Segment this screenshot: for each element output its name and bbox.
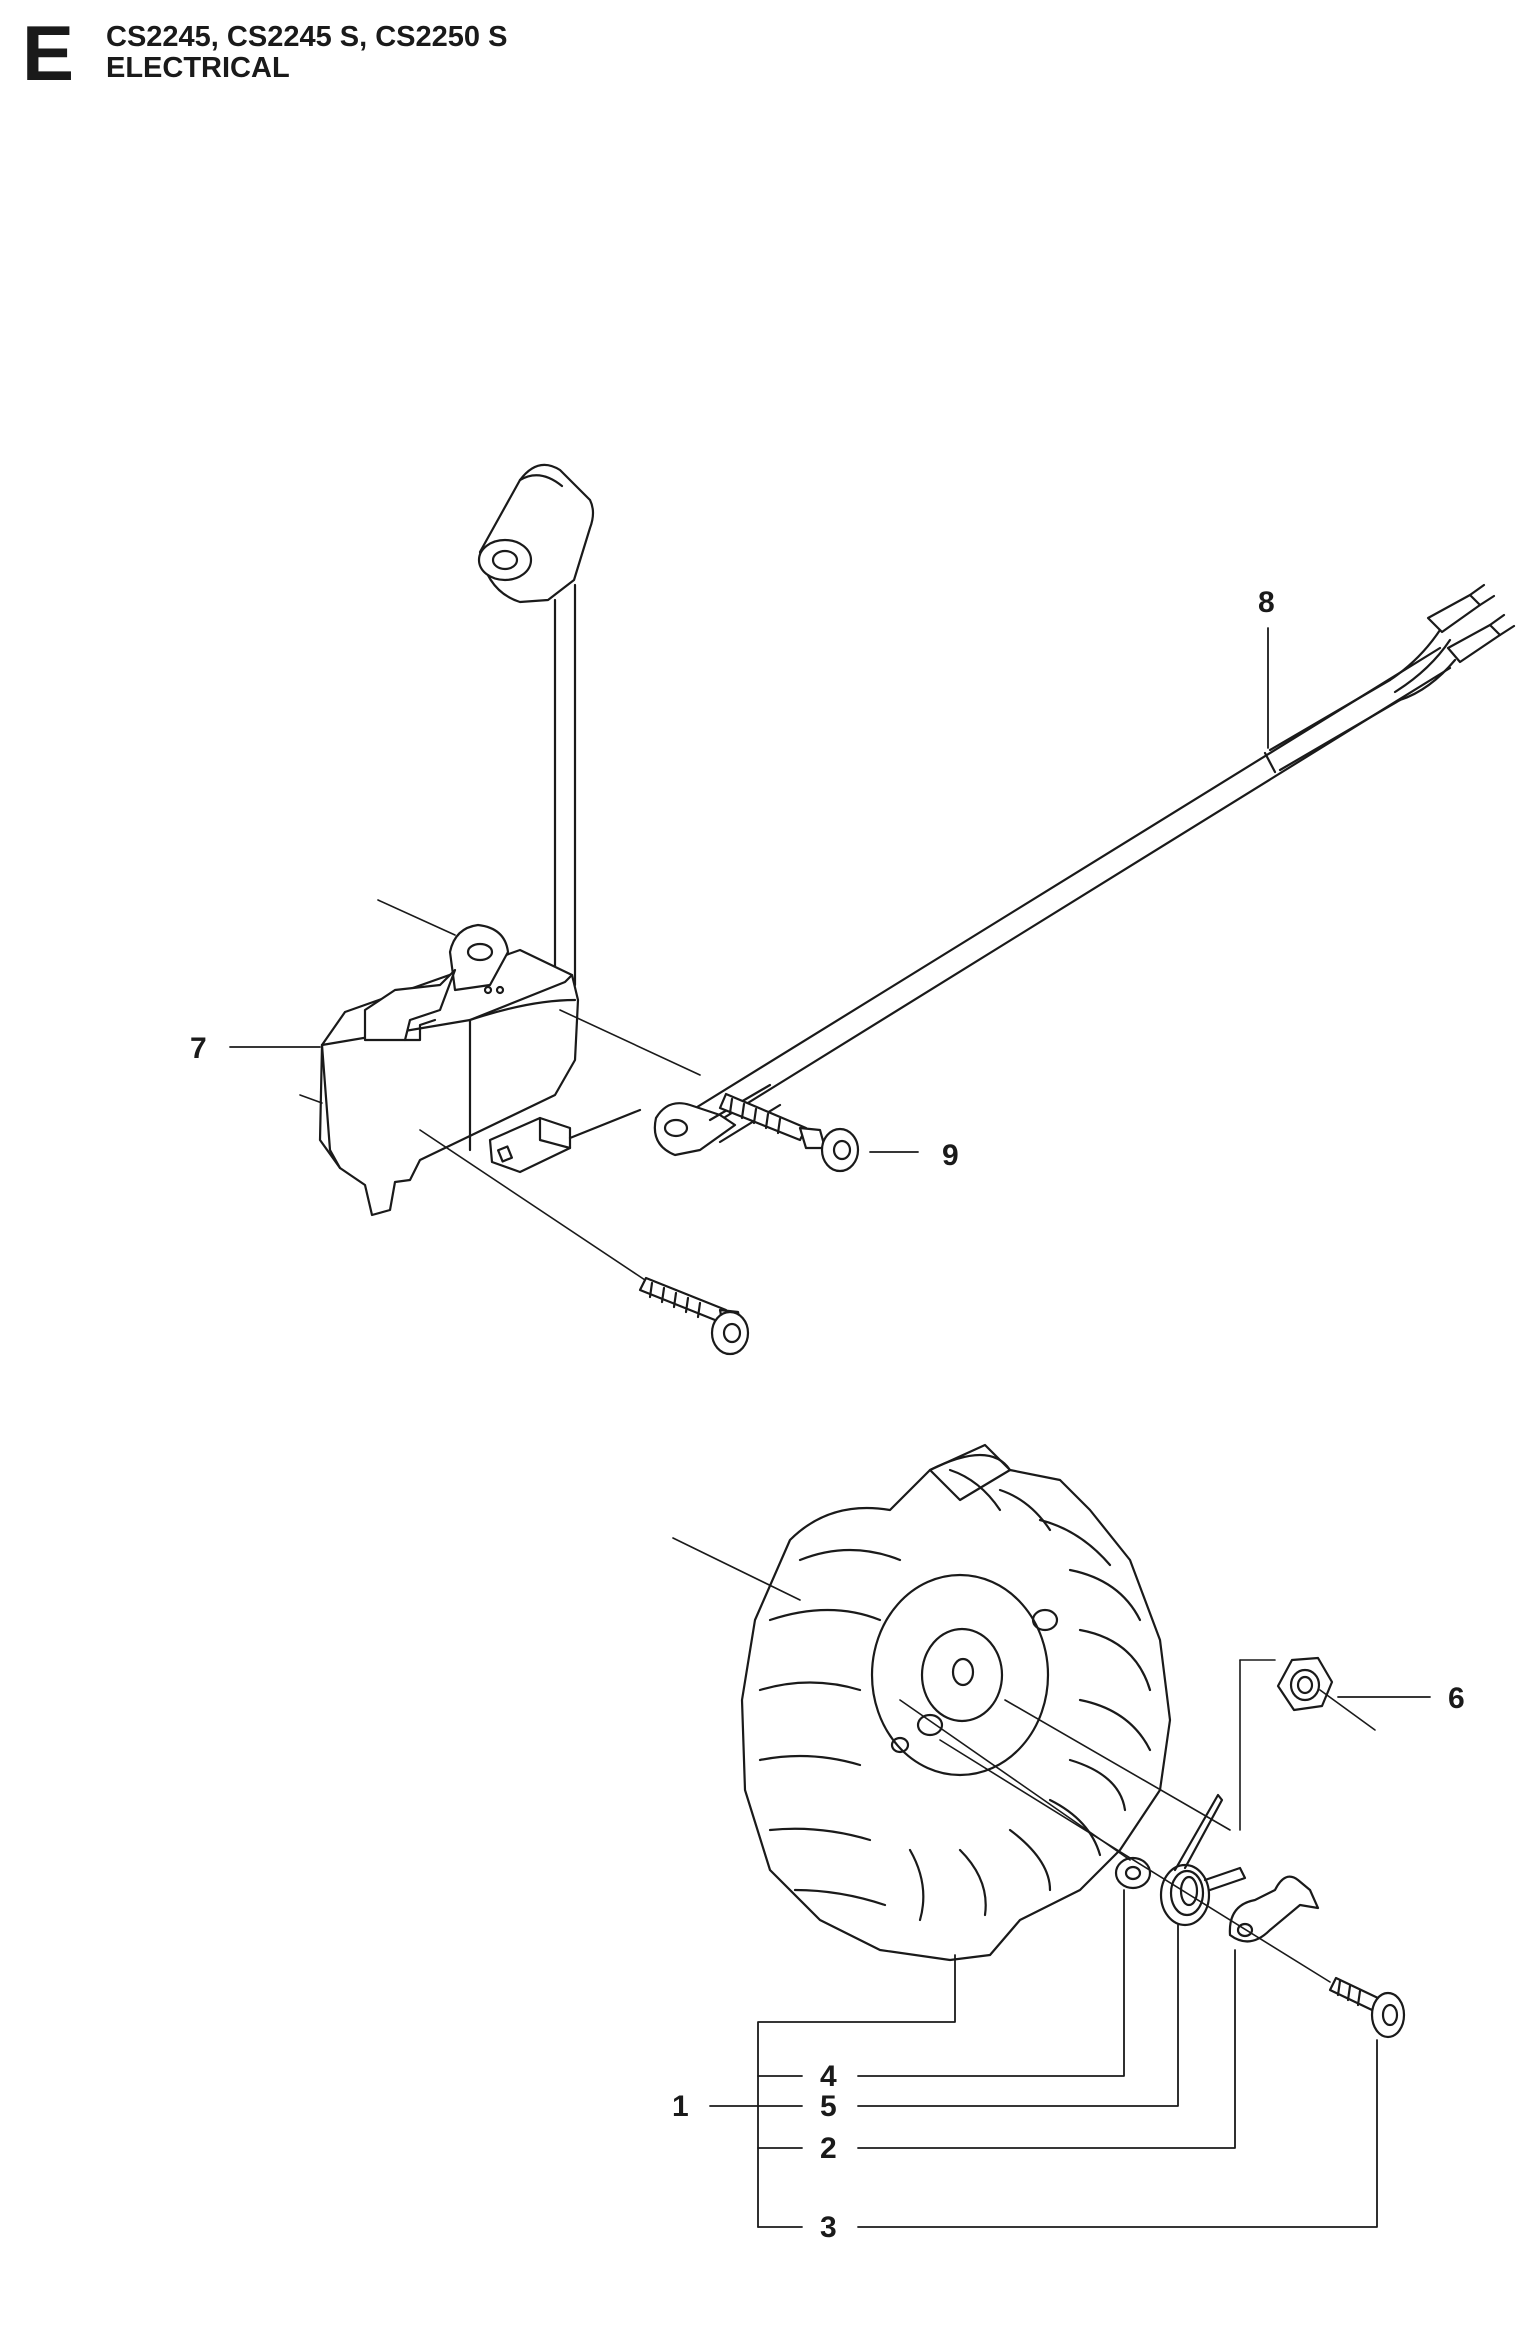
ring-terminal <box>653 1102 737 1157</box>
callout-5: 5 <box>820 2090 837 2123</box>
callout-numbers: 7 8 9 6 1 4 5 2 3 <box>190 586 1465 2244</box>
spade-connector <box>488 1108 642 1174</box>
flywheel-nut <box>1276 1656 1334 1712</box>
assembly-guide-lines-upper <box>299 899 701 1281</box>
callout-8: 8 <box>1258 586 1275 619</box>
callout-7: 7 <box>190 1032 207 1065</box>
flywheel <box>740 1443 1172 1962</box>
callout-2: 2 <box>820 2132 837 2165</box>
harness-terminals <box>1426 583 1516 664</box>
section-title: ELECTRICAL <box>106 52 290 84</box>
screw-coil-lower <box>638 1276 750 1356</box>
ignition-module <box>318 463 595 1217</box>
callout-1: 1 <box>672 2090 689 2123</box>
spark-plug-boot <box>477 463 595 604</box>
callout-4: 4 <box>820 2060 837 2093</box>
leader-lines <box>229 627 1431 2228</box>
section-letter: E <box>22 9 75 97</box>
callout-3: 3 <box>820 2211 837 2244</box>
wire-harness <box>488 583 1516 1174</box>
header-titles: CS2245, CS2245 S, CS2250 S ELECTRICAL <box>106 22 507 84</box>
washer <box>1114 1856 1152 1890</box>
ht-lead <box>553 583 577 987</box>
coil-body <box>318 923 580 1217</box>
callout-6: 6 <box>1448 1682 1465 1715</box>
assembly-guide-lines-lower <box>672 1537 1376 1983</box>
pawl <box>1228 1875 1320 1943</box>
screw-pawl <box>1328 1976 1406 2039</box>
pawl-spring <box>1159 1793 1247 1927</box>
screw-coil-upper <box>718 1092 860 1173</box>
callout-9: 9 <box>942 1139 959 1172</box>
model-list: CS2245, CS2245 S, CS2250 S <box>106 21 508 53</box>
